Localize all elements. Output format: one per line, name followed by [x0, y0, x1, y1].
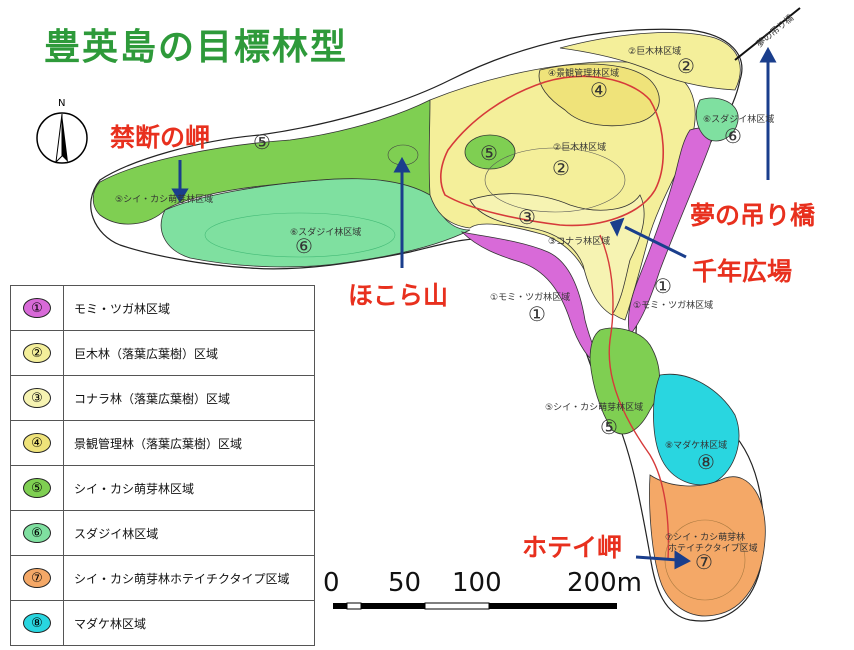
arrow-hokora — [393, 156, 411, 268]
map-num-4: ④ — [590, 78, 608, 102]
legend-symbol-cell: ① — [11, 286, 64, 330]
map-num-2a: ② — [677, 54, 695, 78]
map-num-5b: ⑤ — [253, 130, 271, 154]
map-label-z6-right: ⑥スダジイ林区域 — [703, 115, 775, 125]
scale-label-50: 50 — [388, 568, 422, 598]
legend-zone-name: モミ・ツガ林区域 — [74, 301, 171, 316]
map-num-5a: ⑤ — [480, 141, 498, 165]
legend-zone-name: スダジイ林区域 — [74, 526, 159, 541]
label-hokora-yama: ほこら山 — [348, 281, 449, 310]
zone-3 — [469, 193, 645, 316]
legend-symbol-cell: ⑤ — [11, 466, 64, 510]
map-num-3: ③ — [518, 205, 536, 229]
map-title: 豊英島の目標林型 — [44, 27, 349, 68]
map-label-z2-top: ②巨木林区域 — [628, 47, 682, 57]
label-sennen-hiroba: 千年広場 — [692, 257, 793, 286]
legend-swatch: ⑧ — [23, 613, 51, 633]
legend-row: ③ コナラ林（落葉広葉樹）区域 — [11, 376, 314, 421]
legend-row: ④ 景観管理林（落葉広葉樹）区域 — [11, 421, 314, 466]
map-label-z3: ③コナラ林区域 — [548, 237, 611, 247]
zone-2-top — [559, 32, 741, 91]
scale-label-0: 0 — [323, 568, 340, 598]
legend-zone-name: マダケ林区域 — [74, 616, 147, 631]
legend-swatch: ⑦ — [23, 568, 51, 588]
trail-route — [440, 75, 664, 227]
map-label-z6-left: ⑥スダジイ林区域 — [290, 228, 362, 238]
legend-zone-name: 巨木林（落葉広葉樹）区域 — [74, 346, 219, 361]
map-num-5c: ⑤ — [600, 415, 618, 439]
legend-symbol-cell: ⑥ — [11, 511, 64, 555]
map-label-z7b: ホテイチクタイプ区域 — [668, 544, 758, 554]
legend-swatch: ③ — [23, 388, 51, 408]
legend-zone-name: コナラ林（落葉広葉樹）区域 — [74, 391, 231, 406]
map-label-z7a: ⑦シイ・カシ萌芽林 — [665, 533, 746, 543]
legend-row: ⑥ スダジイ林区域 — [11, 511, 314, 556]
legend-symbol-cell: ② — [11, 331, 64, 375]
map-num-6a: ⑥ — [724, 124, 742, 148]
zone-4 — [538, 63, 660, 127]
map-label-z1-right: ①モミ・ツガ林区域 — [633, 301, 714, 311]
map-num-1a: ① — [528, 302, 546, 326]
legend-swatch: ⑤ — [23, 478, 51, 498]
legend-symbol-cell: ⑦ — [11, 556, 64, 600]
legend-zone-name: シイ・カシ萌芽林区域 — [74, 481, 195, 496]
map-num-2b: ② — [552, 156, 570, 180]
label-kindan-misaki: 禁断の岬 — [110, 123, 211, 152]
legend-table: ① モミ・ツガ林区域 ② 巨木林（落葉広葉樹）区域 ③ コナラ林（落葉広葉樹）区域 ④ 景観管… — [10, 285, 315, 646]
map-label-z1-left: ①モミ・ツガ林区域 — [490, 293, 571, 303]
map-label-z4: ④景観管理林区域 — [548, 69, 620, 79]
legend-symbol-cell: ⑧ — [11, 601, 64, 645]
north-compass: N — [34, 96, 90, 172]
map-num-8: ⑧ — [697, 450, 715, 474]
zone-6-right — [696, 97, 739, 142]
zone-7 — [649, 474, 766, 617]
legend-swatch: ④ — [23, 433, 51, 453]
map-label-z5-left: ⑤シイ・カシ萌芽林区域 — [115, 195, 214, 205]
suspension-bridge — [734, 7, 801, 61]
legend-symbol-cell: ④ — [11, 421, 64, 465]
legend-zone-name: シイ・カシ萌芽林ホテイチクタイプ区域 — [74, 571, 290, 586]
arrow-kindan — [171, 160, 189, 203]
map-num-1b: ① — [654, 274, 672, 298]
map-label-z5-low: ⑤シイ・カシ萌芽林区域 — [545, 403, 644, 413]
map-label-z2-mid: ②巨木林区域 — [553, 143, 607, 153]
arrow-yume — [759, 46, 777, 180]
zone-5-lower — [589, 327, 660, 435]
legend-swatch: ② — [23, 343, 51, 363]
legend-zone-name: 景観管理林（落葉広葉樹）区域 — [74, 436, 243, 451]
map-num-7: ⑦ — [695, 550, 713, 574]
legend-swatch: ⑥ — [23, 523, 51, 543]
zone-5-oval — [464, 134, 516, 170]
scale-bar — [333, 602, 617, 610]
trail-route-2 — [599, 234, 670, 561]
north-label: N — [58, 98, 65, 109]
legend-swatch: ① — [23, 298, 51, 318]
arrow-sennen — [609, 217, 687, 259]
arrow-hotei — [635, 550, 691, 570]
scale-label-200: 200m — [567, 568, 642, 598]
legend-row: ⑦ シイ・カシ萌芽林ホテイチクタイプ区域 — [11, 556, 314, 601]
label-hotei-misaki: ホテイ岬 — [522, 533, 623, 562]
legend-row: ② 巨木林（落葉広葉樹）区域 — [11, 331, 314, 376]
legend-symbol-cell: ③ — [11, 376, 64, 420]
map-num-6b: ⑥ — [295, 234, 313, 258]
map-label-z8: ⑧マダケ林区域 — [665, 441, 728, 451]
label-yume-bridge: 夢の吊り橋 — [690, 201, 816, 230]
legend-row: ⑧ マダケ林区域 — [11, 601, 314, 645]
scale-label-100: 100 — [452, 568, 502, 598]
legend-row: ⑤ シイ・カシ萌芽林区域 — [11, 466, 314, 511]
legend-row: ① モミ・ツガ林区域 — [11, 286, 314, 331]
